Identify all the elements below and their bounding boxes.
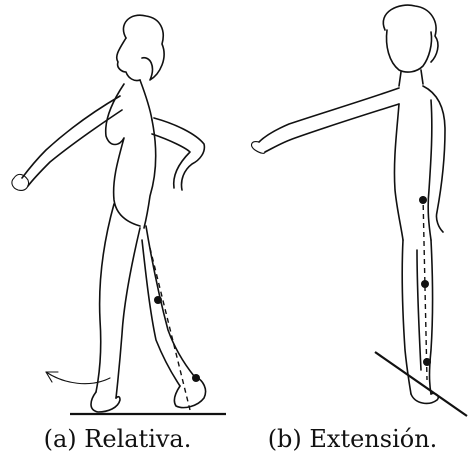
back-foot-a [174, 376, 205, 408]
leg-inner-b [417, 250, 421, 370]
side-arm-b [423, 86, 445, 232]
torso-front-a [106, 84, 140, 226]
back-line-a [140, 80, 152, 120]
face-profile-a [117, 38, 140, 81]
rear-arm-lower-a [28, 110, 122, 186]
pointing-arm-upper-b [259, 88, 399, 142]
knee-marker-a [154, 296, 162, 304]
figure-relativa: (a) Relativa. [0, 0, 235, 471]
pointing-hand-b [252, 142, 265, 154]
standing-figure-illustration [235, 0, 470, 420]
front-arm-a [154, 118, 204, 190]
back-leg-outer-a [146, 226, 194, 376]
torso-left-b [394, 104, 403, 240]
ankle-marker-b [423, 358, 431, 366]
caption-b: (b) Extensión. [235, 425, 470, 453]
torso-right-b [428, 100, 432, 240]
hip-marker-b [419, 196, 427, 204]
pointing-arm-lower-b [265, 104, 399, 152]
torso-back-a [144, 120, 156, 228]
figure-extension: (b) Extensión. [235, 0, 470, 471]
back-leg-inner-a [142, 240, 180, 386]
leg-right-b [430, 240, 433, 394]
front-leg-inner-a [116, 228, 140, 398]
hair-outline-a [123, 15, 164, 80]
knee-marker-b [421, 280, 429, 288]
ankle-marker-a [192, 374, 200, 382]
motion-arc-a [46, 372, 110, 384]
feet-b [411, 393, 438, 403]
caption-a: (a) Relativa. [0, 425, 235, 453]
front-arm-inner-a [152, 134, 190, 188]
leg-reference-line-a [150, 248, 190, 410]
rear-arm-upper-a [22, 96, 120, 178]
walking-figure-illustration [0, 0, 235, 420]
face-outline-b [387, 30, 432, 72]
front-leg-outer-a [96, 204, 114, 392]
rear-hand-a [12, 174, 29, 190]
